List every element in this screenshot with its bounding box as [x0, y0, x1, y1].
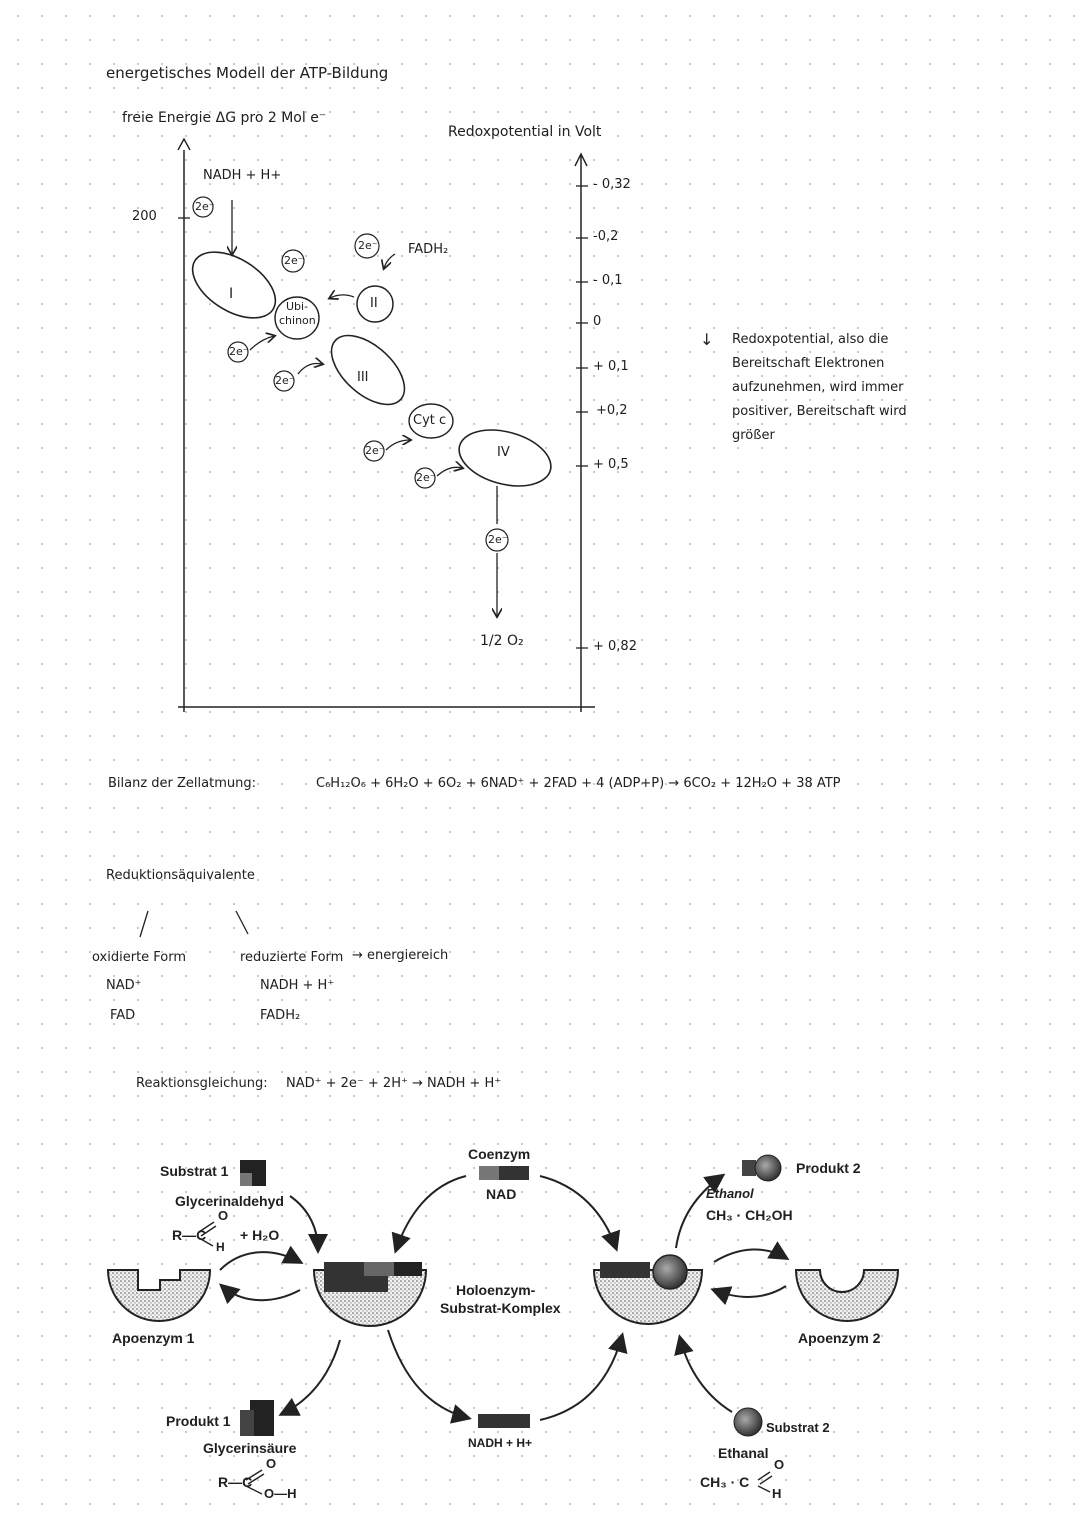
- y-axis-label: freie Energie ΔG pro 2 Mol e⁻: [122, 110, 327, 126]
- note-line: positiver, Bereitschaft wird: [732, 404, 907, 419]
- holoenzym-label-2: Substrat-Komplex: [440, 1300, 561, 1316]
- reduced-item: FADH₂: [260, 1008, 301, 1023]
- ethanal-h: H: [772, 1486, 782, 1501]
- complex-2-label: II: [370, 296, 378, 311]
- apoenzym-2-label: Apoenzym 2: [798, 1330, 881, 1346]
- reduced-item: NADH + H⁺: [260, 978, 335, 993]
- right-tick-label: + 0,82: [593, 639, 637, 654]
- note-arrow: ↓: [700, 330, 714, 349]
- complex-2-shape: [356, 285, 394, 323]
- oxidized-label: oxidierte Form: [92, 950, 187, 965]
- nadh-enzyme-label: NADH + H+: [468, 1436, 533, 1450]
- complex-3-label: III: [357, 370, 369, 385]
- complex-1-label: I: [229, 286, 234, 302]
- reaction-equation: NAD⁺ + 2e⁻ + 2H⁺ → NADH + H⁺: [286, 1076, 502, 1091]
- ethanal-o: O: [774, 1457, 785, 1472]
- right-tick-label: - 0,32: [593, 177, 631, 192]
- bilanz-equation: C₆H₁₂O₆ + 6H₂O + 6O₂ + 6NAD⁺ + 2FAD + 4 …: [316, 776, 841, 791]
- note-line: größer: [732, 428, 775, 443]
- electron-circle: [192, 196, 214, 218]
- ethanal-label: Ethanal: [718, 1445, 769, 1461]
- oxygen-label: 1/2 O₂: [480, 633, 524, 649]
- right-tick-label: - 0,1: [593, 273, 623, 288]
- aldehyde-h: H: [216, 1240, 225, 1254]
- y-tick-label: 200: [132, 209, 157, 224]
- glycerinaldehyd-label: Glycerinaldehyd: [175, 1193, 284, 1209]
- oxidized-item: NAD⁺: [106, 978, 142, 993]
- ethanol-formula: CH₃ · CH₂OH: [706, 1207, 793, 1223]
- nad-label: NAD: [486, 1186, 517, 1202]
- oxidized-item: FAD: [110, 1008, 136, 1023]
- energy-model-title: energetisches Modell der ATP-Bildung: [106, 64, 389, 82]
- nadh-label: NADH + H+: [203, 168, 282, 183]
- energy-model-diagram: [177, 137, 595, 712]
- produkt-2-label: Produkt 2: [796, 1160, 861, 1176]
- complex-4-label: IV: [497, 445, 510, 460]
- acid-oh: O—H: [264, 1486, 297, 1501]
- acid-formula: R—C: [218, 1474, 253, 1490]
- arrow-fadh2-to-complex-2: [384, 253, 396, 268]
- aldehyde-o: O: [218, 1208, 229, 1223]
- electron-circle: [281, 249, 305, 273]
- bilanz-label: Bilanz der Zellatmung:: [108, 776, 256, 791]
- y-axis-arrowhead: [177, 137, 191, 151]
- arrow-complex-2-to-ubichinon: [330, 295, 355, 298]
- electron-circle: [354, 233, 380, 259]
- ubichinon-label-1: Ubi-: [286, 300, 309, 313]
- arrow-complex-1-to-ubichinon: [249, 336, 274, 351]
- electron-label: 2e⁻: [365, 444, 385, 457]
- cytc-shape: [408, 403, 454, 439]
- glycerinsaeure-label: Glycerinsäure: [203, 1440, 297, 1456]
- fadh2-label: FADH₂: [408, 242, 449, 257]
- note-line: Bereitschaft Elektronen: [732, 356, 885, 371]
- right-tick-label: + 0,1: [593, 359, 629, 374]
- apoenzym-1-label: Apoenzym 1: [112, 1330, 195, 1346]
- substrat-2-label: Substrat 2: [766, 1420, 830, 1435]
- right-tick-label: +0,2: [596, 403, 628, 418]
- arrow-cytc-to-complex-4: [436, 467, 462, 477]
- complex-1-shape: [191, 251, 277, 319]
- ethanol-label: Ethanol: [706, 1186, 754, 1201]
- electron-label: 2e⁻: [416, 471, 436, 484]
- electron-label: 2e⁻: [229, 345, 249, 358]
- aldehyde-formula: R—C: [172, 1227, 207, 1243]
- electron-label: 2e⁻: [488, 533, 508, 546]
- water-label: + H₂O: [240, 1227, 280, 1243]
- reduktion-title: Reduktionsäquivalente: [106, 868, 255, 883]
- right-axis-arrowhead: [574, 152, 588, 167]
- reduced-label: reduzierte Form: [240, 950, 344, 965]
- electron-label: 2e⁻: [275, 374, 295, 387]
- holoenzym-label-1: Holoenzym-: [456, 1282, 536, 1298]
- electron-circle: [414, 467, 436, 489]
- energy-note: → energiereich: [352, 948, 449, 963]
- produkt-1-label: Produkt 1: [166, 1413, 231, 1429]
- reaction-label: Reaktionsgleichung:: [136, 1076, 268, 1091]
- right-tick-label: 0: [593, 314, 602, 329]
- right-tick-label: -0,2: [593, 229, 619, 244]
- electron-circle: [273, 370, 295, 392]
- arrow-ubichinon-to-complex-3: [297, 363, 322, 375]
- electron-label: 2e⁻: [284, 254, 304, 267]
- right-tick-label: + 0,5: [593, 457, 629, 472]
- note-line: Redoxpotential, also die: [732, 332, 889, 347]
- substrat-1-label: Substrat 1: [160, 1163, 229, 1179]
- complex-3-shape: [330, 334, 406, 406]
- electron-label: 2e⁻: [195, 200, 215, 213]
- ubichinon-shape: [274, 296, 320, 340]
- electron-circle: [363, 440, 385, 462]
- electron-circle: [485, 528, 509, 552]
- redox-note: Redoxpotential, also die Bereitschaft El…: [732, 328, 907, 448]
- ethanal-formula: CH₃ · C: [700, 1474, 750, 1490]
- ubichinon-label-2: chinon: [279, 314, 316, 327]
- right-axis-label: Redoxpotential in Volt: [448, 124, 602, 140]
- arrow-complex-3-to-cytc: [385, 440, 410, 451]
- coenzym-label: Coenzym: [468, 1146, 531, 1162]
- complex-4-shape: [458, 429, 552, 487]
- cytc-label: Cyt c: [413, 413, 447, 428]
- acid-o: O: [266, 1456, 277, 1471]
- electron-label: 2e⁻: [358, 239, 378, 252]
- electron-circle: [227, 341, 249, 363]
- note-line: aufzunehmen, wird immer: [732, 380, 904, 395]
